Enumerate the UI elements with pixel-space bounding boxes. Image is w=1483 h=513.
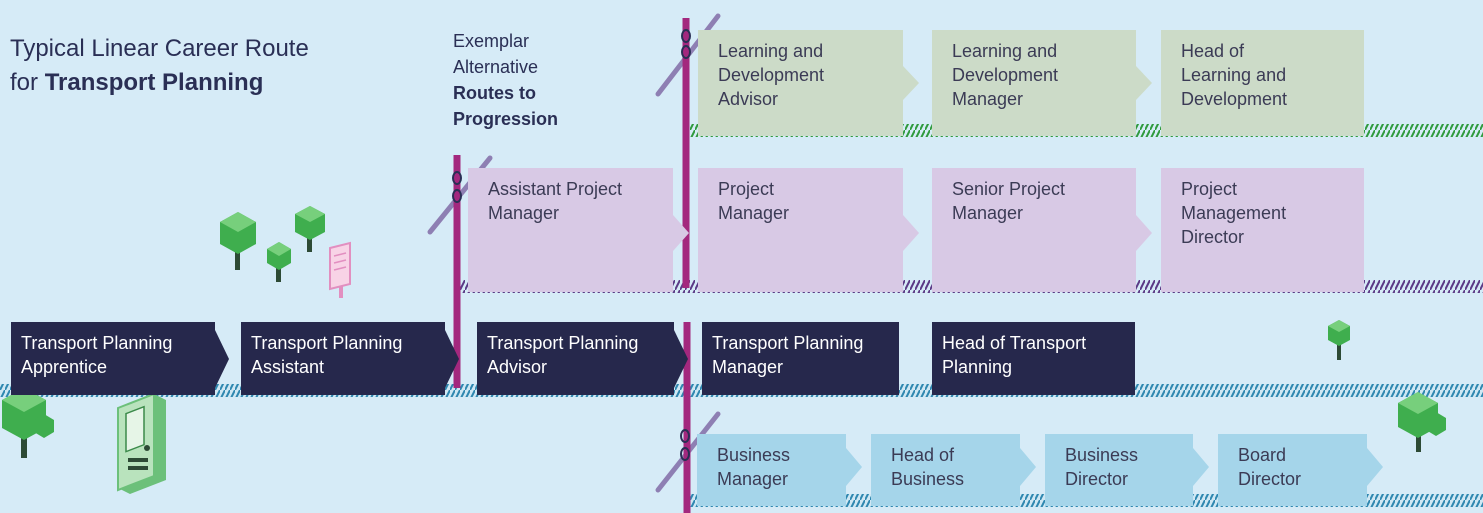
exemplar-line-3: Routes to (453, 83, 536, 103)
exemplar-line-1: Exemplar (453, 31, 530, 51)
exemplar-line-4: Progression (453, 109, 559, 129)
ticket-machine-icon (117, 392, 166, 494)
exemplar-routes-label: Exemplar Alternative Routes to Progressi… (453, 28, 558, 132)
title-line-1: Typical Linear Career Route (10, 35, 309, 62)
main-route-arrows (215, 330, 688, 388)
tree-icon (267, 242, 291, 282)
tree-icon (1398, 392, 1446, 452)
project-route-arrows (673, 215, 1152, 251)
title-bold: Transport Planning (44, 69, 264, 96)
learning-route-arrows (903, 66, 1152, 100)
tree-icon (220, 212, 256, 270)
title-prefix: for (10, 69, 39, 96)
junction-business (655, 322, 721, 513)
page-title: Typical Linear Career Route for Transpor… (10, 32, 309, 100)
exemplar-line-2: Alternative (453, 57, 539, 77)
sign-board-icon (329, 241, 351, 298)
business-route-arrows (846, 448, 1383, 486)
tree-icon (1328, 320, 1350, 360)
title-line-2: for Transport Planning (10, 66, 309, 100)
junction-learning (655, 13, 721, 288)
tree-icon (2, 388, 54, 458)
tree-icon (295, 206, 325, 252)
